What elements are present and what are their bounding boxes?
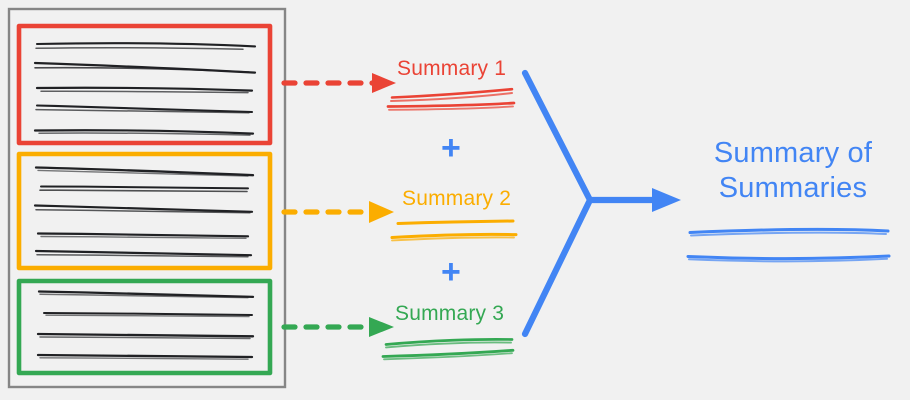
source-group-orange[interactable] bbox=[16, 151, 273, 271]
arrow-red-to-summary1 bbox=[281, 73, 396, 93]
final-output-underlines bbox=[686, 227, 891, 263]
text-lines-red bbox=[33, 42, 257, 136]
summary-1-underlines bbox=[386, 87, 516, 111]
summary-1-label: Summary 1 bbox=[397, 57, 507, 80]
summary-2-underlines bbox=[390, 219, 518, 242]
source-group-green[interactable] bbox=[16, 278, 273, 376]
source-documents-container bbox=[7, 7, 287, 389]
source-group-orange-border bbox=[16, 151, 273, 271]
text-lines-orange bbox=[33, 166, 255, 258]
summary-2-label: Summary 2 bbox=[402, 187, 512, 210]
merge-connector bbox=[521, 69, 681, 338]
final-output-label: Summary of Summaries bbox=[688, 136, 898, 207]
source-group-red[interactable] bbox=[16, 23, 273, 146]
arrow-green-to-summary3 bbox=[281, 317, 394, 337]
source-group-green-border bbox=[16, 278, 273, 376]
arrow-orange-to-summary2 bbox=[281, 201, 394, 223]
summary-3-label: Summary 3 bbox=[395, 302, 505, 325]
summary-3-underlines bbox=[381, 337, 515, 361]
source-group-red-border bbox=[16, 23, 273, 146]
final-output-label-line-2: Summaries bbox=[718, 172, 868, 205]
plus-operator-2: + bbox=[441, 253, 461, 291]
final-output-label-line-1: Summary of bbox=[713, 137, 873, 169]
text-lines-green bbox=[36, 290, 255, 360]
plus-operator-1: + bbox=[441, 129, 461, 167]
